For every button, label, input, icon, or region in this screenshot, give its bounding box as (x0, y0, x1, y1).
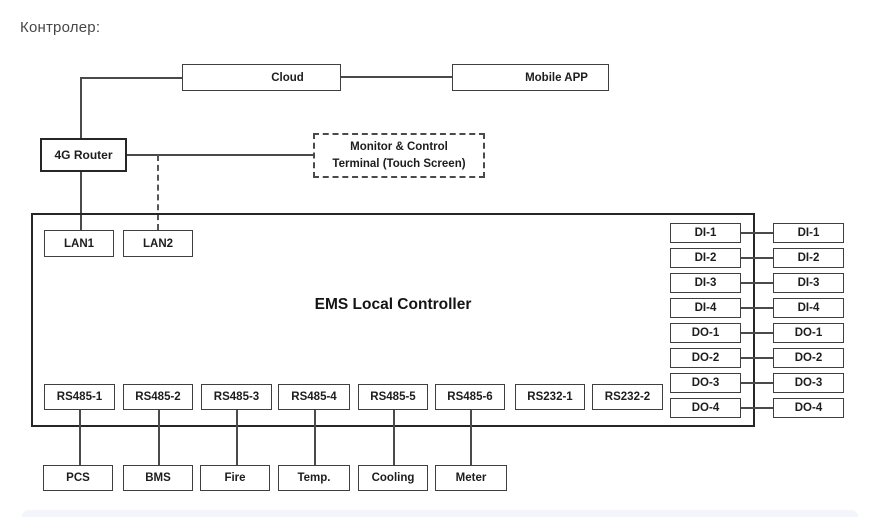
line-rs485-2-to-bms (158, 410, 160, 465)
line-di-1 (741, 232, 773, 234)
rs485-1-label: RS485-1 (56, 391, 103, 403)
do-4-port-label: DO-4 (691, 402, 720, 414)
meter-label: Meter (455, 472, 487, 484)
router-label: 4G Router (54, 148, 113, 162)
do-3-module-label: DO-3 (794, 377, 823, 389)
line-di-4 (741, 307, 773, 309)
box-rs485-3: RS485-3 (201, 384, 272, 410)
rs485-2-label: RS485-2 (135, 391, 181, 403)
di-1-module-label: DI-1 (797, 227, 820, 239)
box-do-3-port: DO-3 (670, 373, 741, 393)
line-router-to-cloud-horizontal (80, 77, 182, 79)
page-title: Контролер: (20, 19, 101, 36)
box-di-1-module: DI-1 (773, 223, 844, 243)
line-router-to-monitor (127, 154, 313, 156)
box-di-2-module: DI-2 (773, 248, 844, 268)
next-section-edge (22, 510, 858, 517)
box-di-4-module: DI-4 (773, 298, 844, 318)
lan1-label: LAN1 (63, 237, 95, 250)
box-do-4-module: DO-4 (773, 398, 844, 418)
line-rs485-6-to-meter (470, 410, 472, 465)
do-4-module-label: DO-4 (794, 402, 823, 414)
box-rs485-5: RS485-5 (358, 384, 428, 410)
rs485-5-label: RS485-5 (370, 391, 416, 403)
line-do-1 (741, 332, 773, 334)
box-rs232-1: RS232-1 (515, 384, 585, 410)
box-di-3-port: DI-3 (670, 273, 741, 293)
box-lan1: LAN1 (44, 230, 114, 257)
di-3-module-label: DI-3 (797, 277, 820, 289)
box-di-2-port: DI-2 (670, 248, 741, 268)
box-do-1-port: DO-1 (670, 323, 741, 343)
box-rs485-2: RS485-2 (123, 384, 193, 410)
di-2-module-label: DI-2 (797, 252, 820, 264)
box-cooling: Cooling (358, 465, 428, 491)
line-di-2 (741, 257, 773, 259)
di-4-module-label: DI-4 (797, 302, 820, 314)
pcs-label: PCS (66, 472, 90, 484)
box-bms: BMS (123, 465, 193, 491)
rs485-4-label: RS485-4 (291, 391, 337, 403)
rs232-1-label: RS232-1 (527, 391, 573, 403)
rs232-2-label: RS232-2 (604, 391, 651, 403)
rs485-3-label: RS485-3 (213, 391, 260, 403)
box-rs485-6: RS485-6 (435, 384, 505, 410)
box-di-1-port: DI-1 (670, 223, 741, 243)
box-do-4-port: DO-4 (670, 398, 741, 418)
box-do-2-module: DO-2 (773, 348, 844, 368)
line-do-2 (741, 357, 773, 359)
do-2-module-label: DO-2 (794, 352, 823, 364)
rs485-6-label: RS485-6 (447, 391, 493, 403)
line-di-3 (741, 282, 773, 284)
di-3-port-label: DI-3 (694, 277, 717, 289)
monitor-label-line2: Terminal (Touch Screen) (332, 157, 466, 170)
ems-controller-label: EMS Local Controller (314, 296, 472, 313)
cloud-label: Cloud (271, 71, 304, 84)
monitor-label-line1: Monitor & Control (350, 140, 448, 153)
lan2-label: LAN2 (142, 237, 174, 250)
di-2-port-label: DI-2 (694, 252, 717, 264)
bms-label: BMS (145, 472, 171, 484)
do-3-port-label: DO-3 (691, 377, 720, 389)
box-mobile-app: Mobile APP (452, 64, 609, 91)
line-cloud-to-mobileapp (341, 76, 452, 78)
line-dashed-monitor-to-lan2 (157, 155, 159, 230)
box-di-3-module: DI-3 (773, 273, 844, 293)
line-rs485-3-to-fire (236, 410, 238, 465)
line-router-to-cloud-vertical (80, 77, 82, 138)
line-do-4 (741, 407, 773, 409)
box-rs485-1: RS485-1 (44, 384, 115, 410)
box-cloud: Cloud (182, 64, 341, 91)
box-di-4-port: DI-4 (670, 298, 741, 318)
line-do-3 (741, 382, 773, 384)
di-1-port-label: DI-1 (694, 227, 717, 239)
box-rs232-2: RS232-2 (592, 384, 663, 410)
box-monitor-terminal: Monitor & Control Terminal (Touch Screen… (313, 133, 485, 178)
cooling-label: Cooling (371, 472, 415, 484)
box-lan2: LAN2 (123, 230, 193, 257)
box-do-3-module: DO-3 (773, 373, 844, 393)
do-2-port-label: DO-2 (691, 352, 720, 364)
box-rs485-4: RS485-4 (278, 384, 350, 410)
do-1-port-label: DO-1 (691, 327, 720, 339)
line-rs485-4-to-temp (314, 410, 316, 465)
line-rs485-1-to-pcs (79, 410, 81, 465)
di-4-port-label: DI-4 (694, 302, 717, 314)
box-fire: Fire (200, 465, 270, 491)
line-router-to-lan1 (80, 172, 82, 230)
box-temp: Temp. (278, 465, 350, 491)
box-4g-router: 4G Router (40, 138, 127, 172)
box-do-2-port: DO-2 (670, 348, 741, 368)
temp-label: Temp. (297, 472, 331, 484)
mobile-app-label: Mobile APP (525, 71, 588, 84)
do-1-module-label: DO-1 (794, 327, 823, 339)
box-do-1-module: DO-1 (773, 323, 844, 343)
box-meter: Meter (435, 465, 507, 491)
box-pcs: PCS (43, 465, 113, 491)
line-rs485-5-to-cooling (393, 410, 395, 465)
fire-label: Fire (224, 472, 246, 484)
